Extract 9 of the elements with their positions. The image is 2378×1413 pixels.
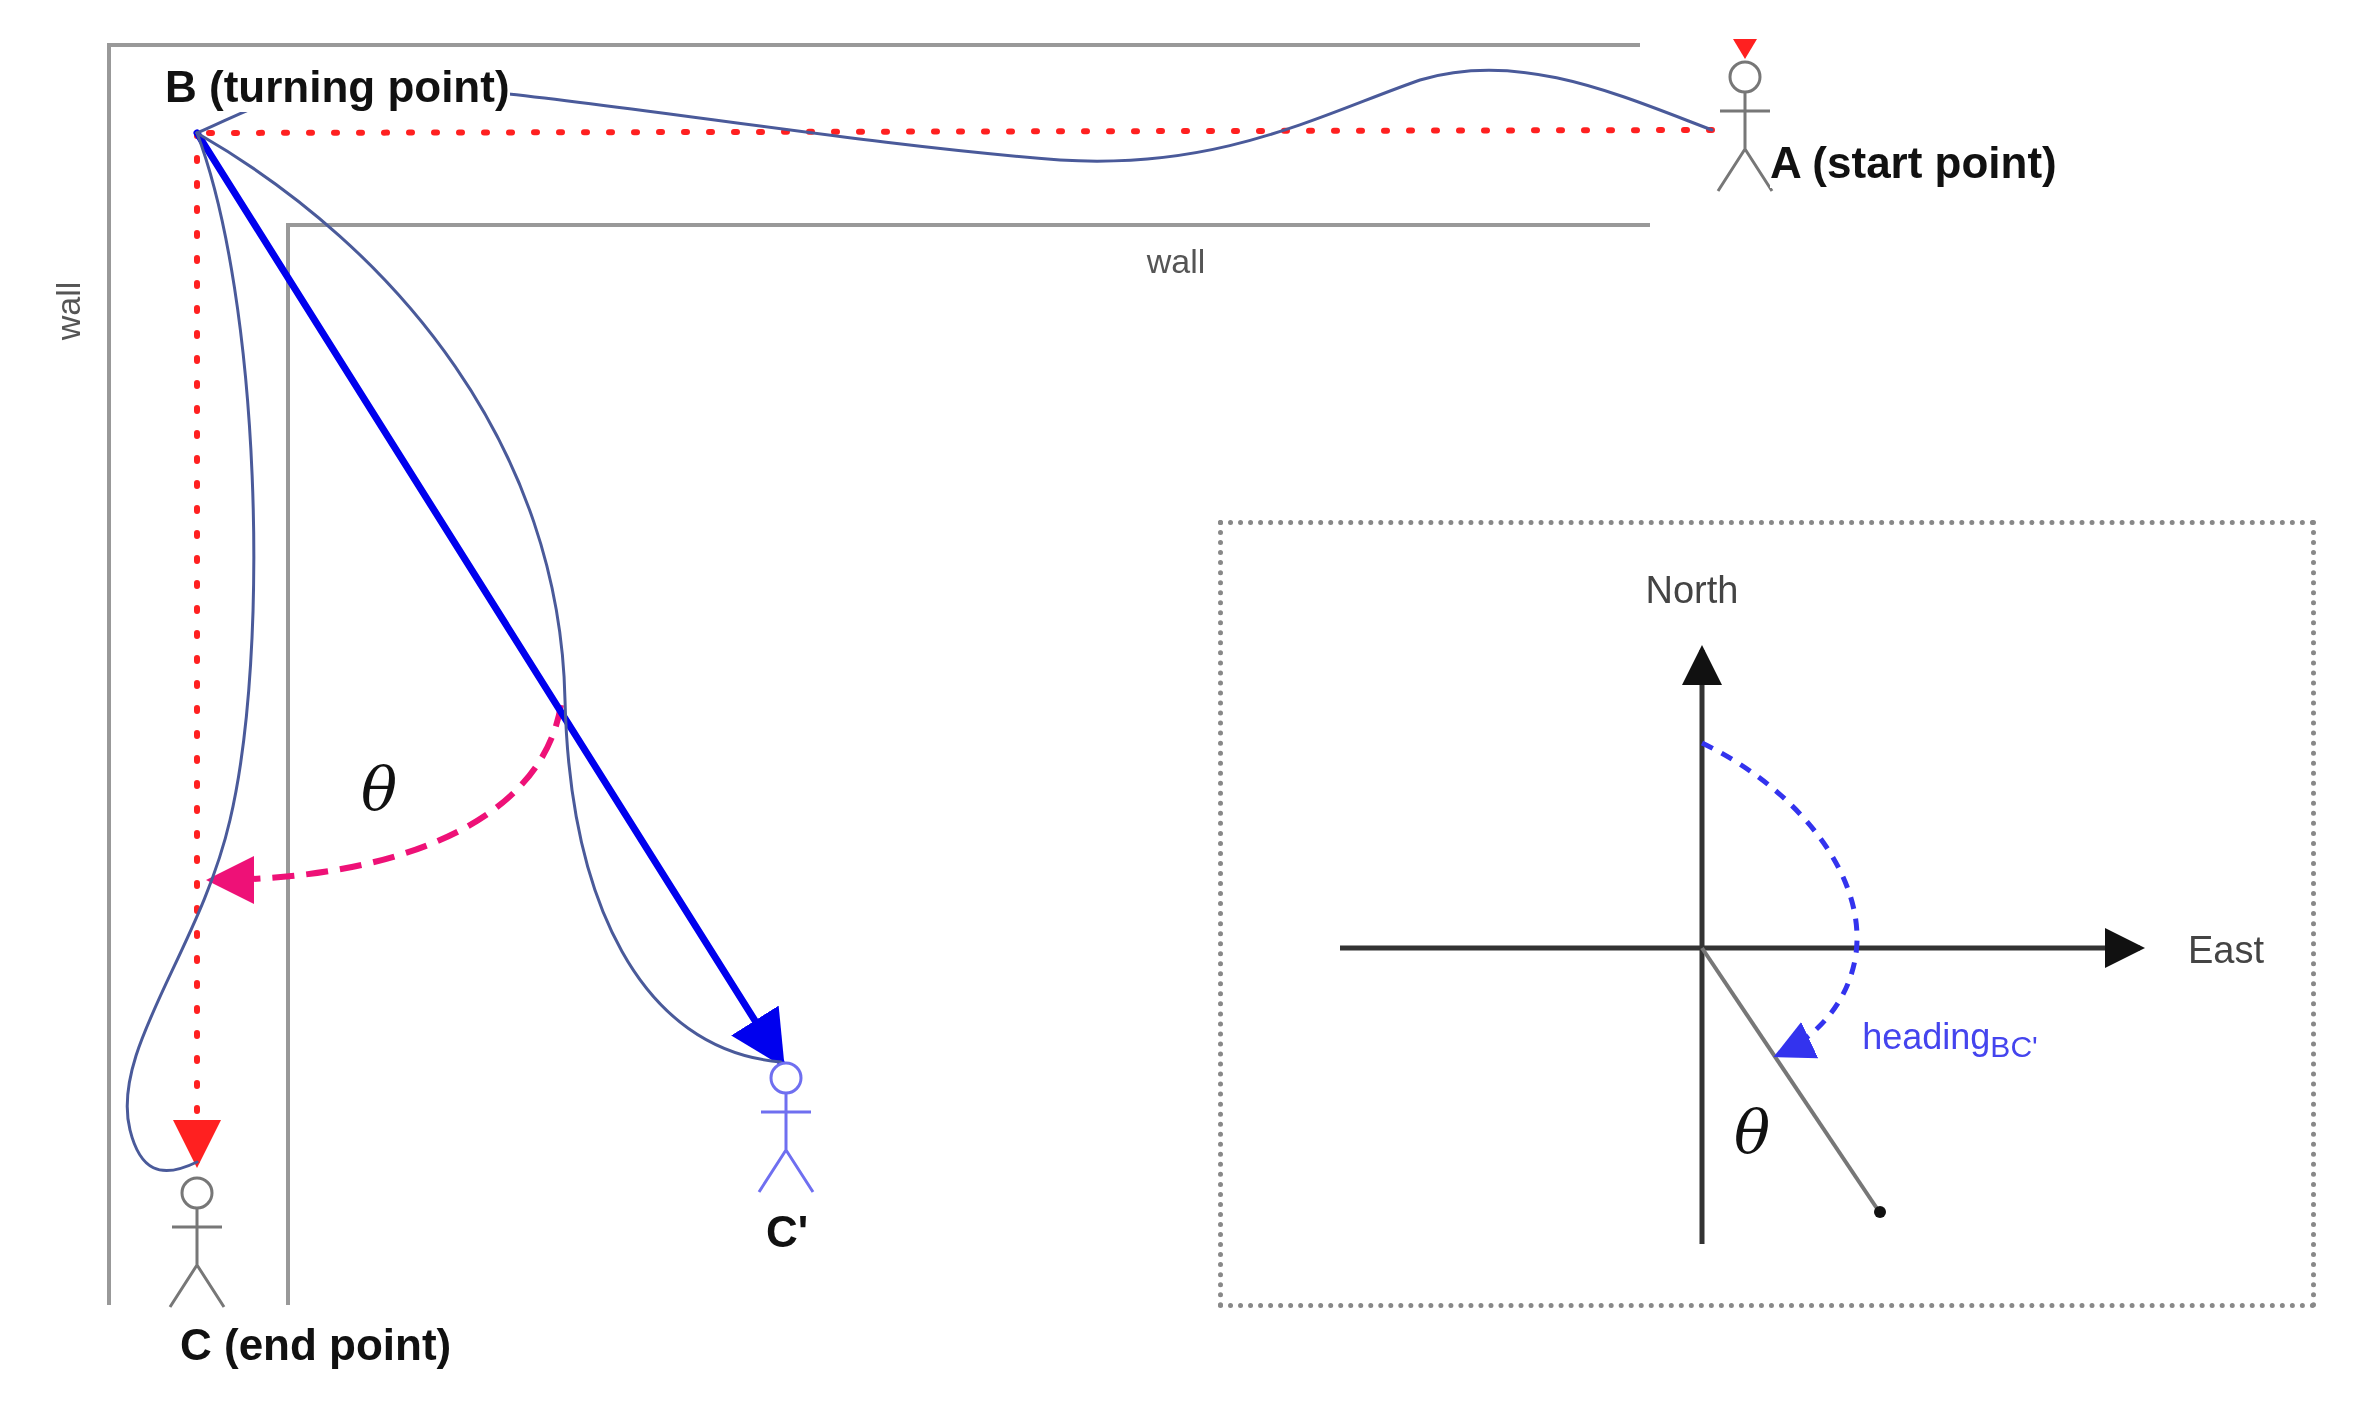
heading-label: heading$_{BC'}$ — [1862, 1015, 2038, 1065]
axis-label: East — [2188, 928, 2264, 972]
angle-symbol: θ — [360, 754, 398, 824]
wall-label: wall — [48, 281, 88, 341]
walking-trajectory — [125, 131, 256, 1173]
axis-label: North — [1645, 568, 1739, 612]
inset-frame — [1218, 520, 2316, 1308]
wall-label: wall — [1146, 241, 1206, 281]
angle-symbol: θ — [1733, 1097, 1771, 1167]
